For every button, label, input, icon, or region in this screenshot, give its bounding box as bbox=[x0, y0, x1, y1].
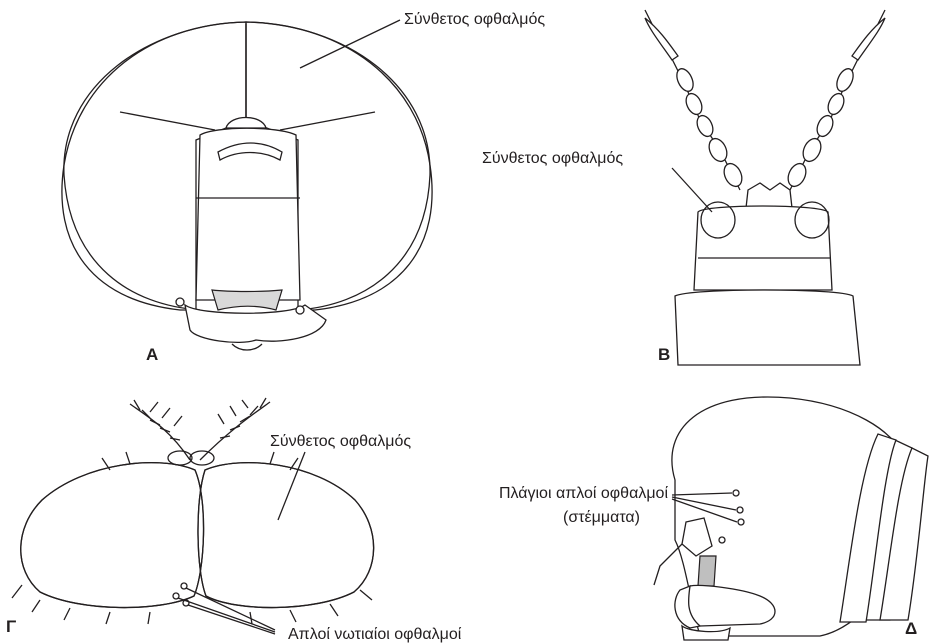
panel-a: Σύνθετος οφθαλμός Α bbox=[62, 11, 545, 364]
panel-b-letter: Β bbox=[658, 345, 670, 364]
panel-c-antennae bbox=[130, 398, 270, 465]
panel-d: Πλάγιοι απλοί οφθαλμοί (στέμματα) Δ bbox=[499, 397, 928, 640]
panel-c-compound-eyes bbox=[12, 452, 374, 624]
panel-b-antennae bbox=[645, 10, 885, 190]
panel-d-letter: Δ bbox=[905, 619, 917, 638]
panel-c-label-ocelli: Απλοί νωτιαίοι οφθαλμοί bbox=[288, 626, 462, 643]
panel-b: Σύνθετος οφθαλμός Β bbox=[482, 10, 885, 365]
panel-b-label: Σύνθετος οφθαλμός bbox=[482, 150, 623, 167]
panel-a-letter: Α bbox=[146, 345, 158, 364]
panel-c-label-compound: Σύνθετος οφθαλμός bbox=[270, 433, 411, 450]
panel-a-label: Σύνθετος οφθαλμός bbox=[404, 11, 545, 28]
panel-d-label-line1: Πλάγιοι απλοί οφθαλμοί bbox=[499, 485, 669, 502]
panel-a-face bbox=[120, 112, 375, 350]
panel-b-head bbox=[675, 183, 860, 365]
panel-d-label-line2: (στέμματα) bbox=[563, 509, 640, 526]
panel-b-leader bbox=[672, 168, 712, 212]
panel-c-leader bbox=[278, 452, 305, 520]
panel-a-leader bbox=[300, 20, 400, 68]
panel-c-letter: Γ bbox=[6, 617, 16, 636]
panel-c-dorsal-ocelli bbox=[173, 583, 275, 634]
panel-c: Σύνθετος οφθαλμός Απλοί νωτιαίοι οφθαλμο… bbox=[6, 398, 462, 643]
